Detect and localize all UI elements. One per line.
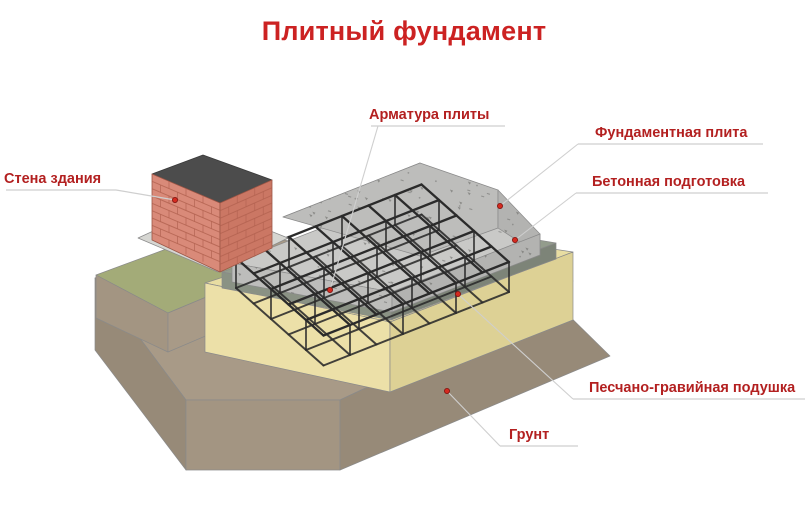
leader-concrete-preparation-stem (514, 192, 577, 241)
leader-lines (6, 125, 805, 447)
leader-building-wall (6, 189, 176, 201)
leader-foundation-slab-stem (499, 143, 579, 207)
page-title: Плитный фундамент (261, 16, 547, 46)
brick-courses-front (151, 180, 221, 263)
leader-slab-reinforcement-marker (326, 286, 333, 293)
leader-sand-gravel-cushion-stem (457, 293, 574, 400)
brick-courses-right (219, 187, 273, 265)
leader-soil-ground-stem (446, 390, 501, 447)
label-slab-reinforcement: Арматура плиты (369, 107, 490, 123)
label-soil-ground: Грунт (509, 427, 550, 443)
leader-soil-ground-marker (443, 387, 450, 394)
rebar-cage (234, 183, 511, 367)
leader-sand-gravel-cushion-marker (454, 290, 461, 297)
label-building-wall: Стена здания (4, 171, 102, 187)
leader-building-wall-marker (171, 196, 178, 203)
label-sand-gravel-cushion: Песчано-гравийная подушка (589, 380, 796, 396)
label-foundation-slab: Фундаментная плита (595, 125, 748, 141)
leader-concrete-preparation-marker (512, 236, 519, 243)
leader-slab-reinforcement-stem (329, 125, 379, 291)
label-concrete-preparation: Бетонная подготовка (592, 174, 746, 190)
soil-front-face (185, 399, 341, 471)
leader-foundation-slab-marker (496, 202, 503, 209)
